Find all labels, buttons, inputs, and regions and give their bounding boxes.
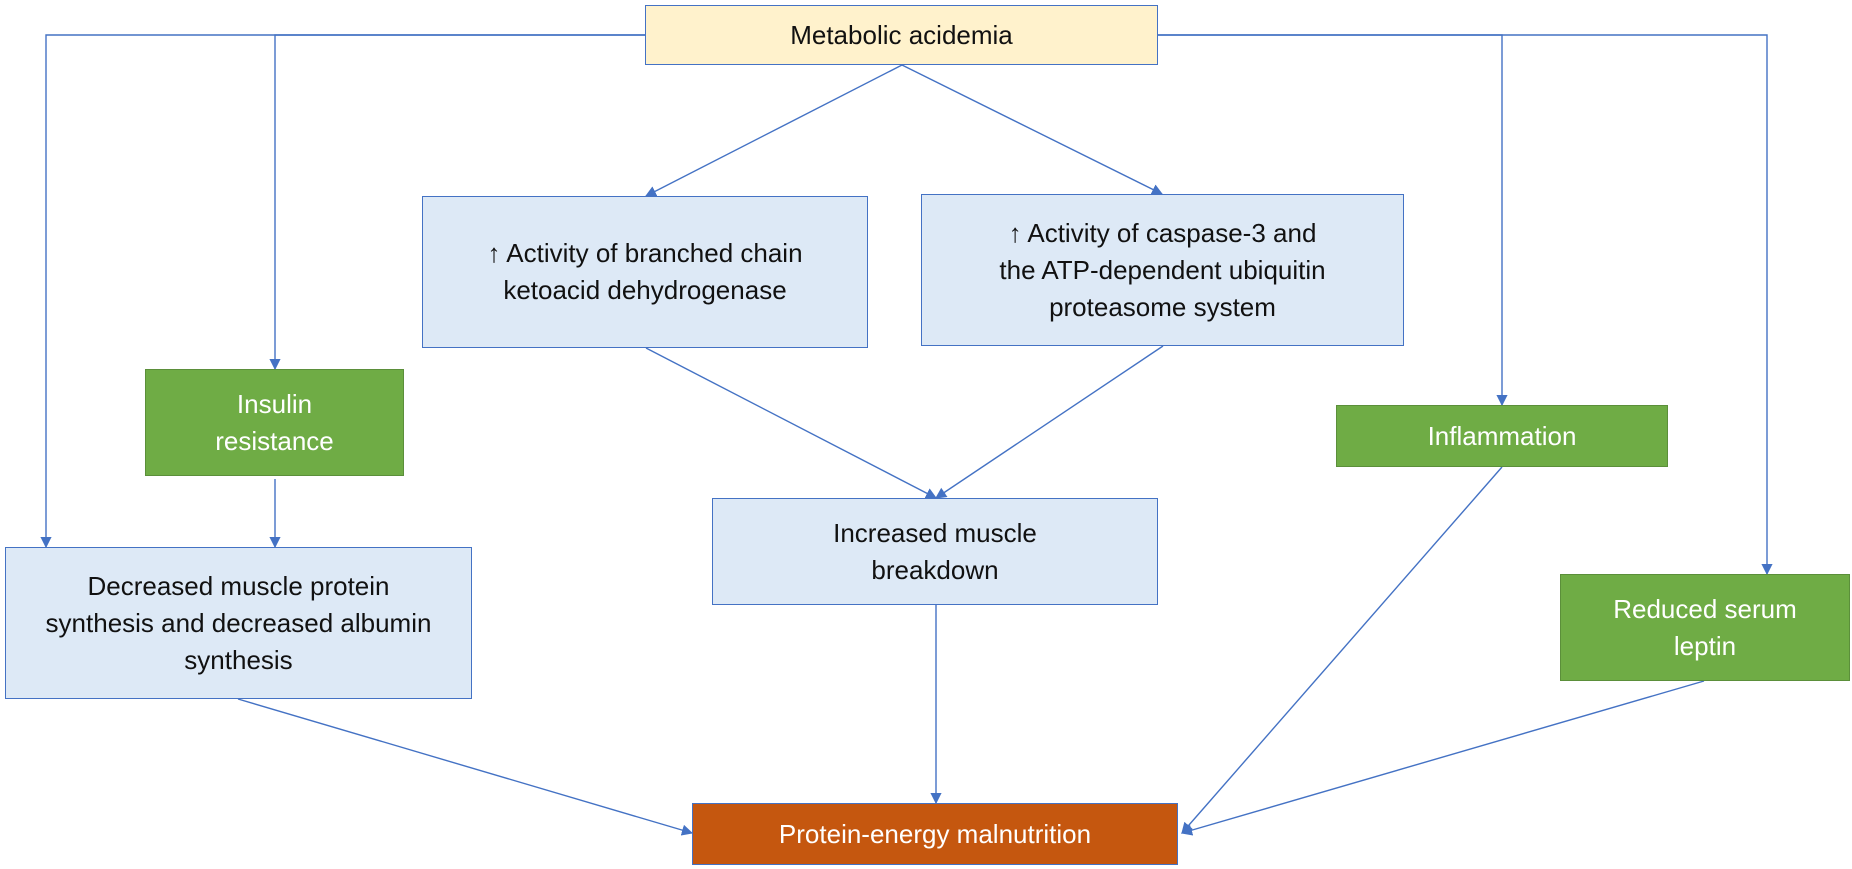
arrow-reduced-leptin-to-pem [1180,680,1705,836]
arrow-caspase-to-increased-breakdown [935,345,1164,499]
node-increased-muscle-breakdown: Increased muscle breakdown [712,498,1158,605]
arrow-metabolic-acidemia-to-bckd [645,64,903,197]
node-line: resistance [215,425,334,456]
node-line: Reduced serum [1613,593,1797,624]
node-line: breakdown [871,554,999,585]
arrow-bckd-to-increased-breakdown [645,347,937,499]
arrow-metabolic-acidemia-to-reduced-leptin [1158,34,1773,576]
node-line: the ATP-dependent ubiquitin [999,254,1326,285]
node-line: ↑ Activity of branched chain [487,238,803,268]
node-insulin-resistance: Insulin resistance [145,369,404,476]
node-line: synthesis and decreased albumin [45,607,432,638]
node-metabolic-acidemia: Metabolic acidemia [645,5,1158,65]
node-line: Protein-energy malnutrition [778,818,1092,849]
node-line: Increased muscle [833,517,1037,548]
node-branched-chain-ketoacid-dehydrogenase: ↑ Activity of branched chain ketoacid de… [422,196,868,348]
node-line: proteasome system [1049,291,1276,322]
node-caspase-ubiquitin-proteasome: ↑ Activity of caspase-3 and the ATP-depe… [921,194,1404,346]
arrow-metabolic-acidemia-to-decreased-synthesis [40,34,645,549]
node-line: synthesis [184,644,293,675]
node-line: ↑ Activity of caspase-3 and [1008,217,1317,248]
node-line: Metabolic acidemia [790,19,1013,50]
node-inflammation: Inflammation [1336,405,1668,467]
arrow-metabolic-acidemia-to-caspase [901,64,1164,195]
node-line: ketoacid dehydrogenase [503,275,787,305]
node-line: Decreased muscle protein [87,570,390,601]
node-reduced-serum-leptin: Reduced serum leptin [1560,574,1850,681]
arrow-inflammation-to-pem [1181,466,1503,834]
node-decreased-protein-albumin-synthesis: Decreased muscle protein synthesis and d… [5,547,472,699]
arrow-decreased-synthesis-to-pem [237,698,694,836]
node-protein-energy-malnutrition: Protein-energy malnutrition [692,803,1178,865]
node-line: Insulin [236,388,313,419]
node-line: Inflammation [1427,420,1577,451]
node-line: leptin [1673,630,1737,661]
